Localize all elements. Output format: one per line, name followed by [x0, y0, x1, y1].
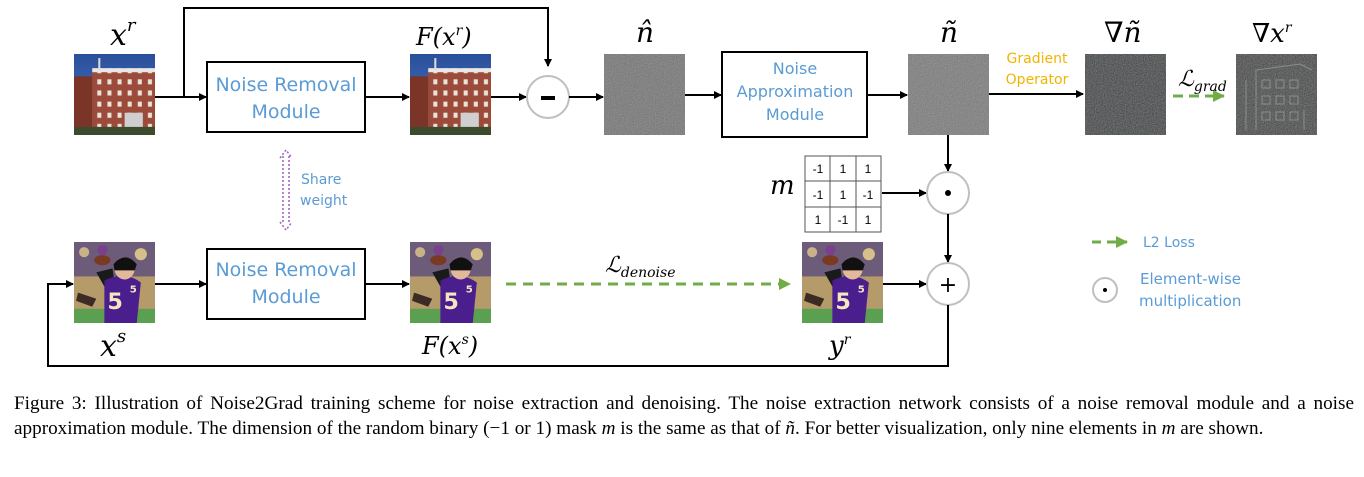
mask-cell: -1 — [813, 162, 824, 176]
caption-text: is the same as that of — [615, 418, 786, 439]
denoised-synthetic-image — [410, 242, 491, 323]
noise-tilde-label: ñ — [940, 16, 958, 49]
nam-line2: Approximation — [737, 82, 854, 101]
nrm-bottom-line2: Module — [251, 286, 320, 308]
feedback-loop-line — [47, 280, 949, 367]
mask-cell: 1 — [865, 213, 872, 227]
output-real-label: F(xr) — [415, 23, 472, 51]
gradient-operator-line2: Operator — [1006, 72, 1069, 88]
noise-hat-label: n̂ — [636, 16, 654, 49]
grad-noise-label: ∇ñ — [1104, 16, 1142, 49]
nrm-bottom-line1: Noise Removal — [215, 259, 356, 281]
gradient-operator-line1: Gradient — [1007, 51, 1068, 67]
mask-cell: 1 — [815, 213, 822, 227]
mask-cell: 1 — [865, 162, 872, 176]
grad-noise-image — [1085, 54, 1166, 135]
nrm-top-line2: Module — [251, 101, 320, 123]
noise2grad-diagram: 5 5 xr Noise Removal Module F(xr) n̂ Noi… — [47, 7, 1317, 367]
caption-math-m: m — [601, 418, 616, 439]
grad-input-label: ∇xr — [1252, 19, 1293, 49]
legend: L2 Loss Element-wise multiplication — [1092, 235, 1241, 310]
nam-line1: Noise — [773, 59, 817, 78]
mask-label: m — [770, 171, 795, 201]
noise-removal-module-top — [206, 61, 366, 133]
legend-elementwise-line2: multiplication — [1139, 292, 1241, 310]
target-label: yr — [828, 331, 852, 361]
loss-grad-label: ℒgrad — [1178, 67, 1227, 95]
mask-cell: -1 — [863, 188, 874, 202]
noise-removal-module-bottom — [206, 248, 366, 320]
legend-l2-label: L2 Loss — [1143, 235, 1195, 251]
share-weight-arrow — [279, 148, 293, 232]
mask-cell: -1 — [838, 213, 849, 227]
caption-math-m: m — [1161, 418, 1176, 439]
mask-cell: -1 — [813, 188, 824, 202]
caption-text: are shown. — [1175, 418, 1264, 439]
figure-caption: Figure 3: Illustration of Noise2Grad tra… — [14, 391, 1354, 441]
output-synthetic-label: F(xs) — [421, 332, 478, 360]
caption-text: Figure 3: Illustration of Noise2Grad tra… — [14, 393, 1354, 439]
grad-input-image — [1236, 54, 1317, 135]
input-real-image — [74, 54, 155, 135]
plus-icon: + — [939, 273, 957, 298]
nrm-top-line1: Noise Removal — [215, 74, 356, 96]
share-weight-line2: weight — [300, 193, 348, 209]
input-synthetic-label: xs — [100, 326, 126, 364]
mask-cell: 1 — [840, 162, 847, 176]
legend-elementwise-line1: Element-wise — [1140, 270, 1241, 288]
input-synthetic-image — [74, 242, 155, 323]
loss-denoise-label: ℒdenoise — [605, 253, 676, 281]
noise-tilde-image — [908, 54, 989, 135]
input-real-label: xr — [110, 15, 137, 53]
target-real-image — [802, 242, 883, 323]
dot-icon — [945, 190, 951, 196]
nam-line3: Module — [766, 105, 824, 124]
mask-cell: 1 — [840, 188, 847, 202]
denoised-real-image — [410, 54, 491, 135]
share-weight-line1: Share — [301, 172, 341, 188]
noise-hat-image — [604, 54, 685, 135]
minus-icon — [541, 96, 555, 100]
legend-dot-icon — [1103, 288, 1107, 292]
caption-math-ntilde: ñ — [785, 418, 796, 439]
noise-approximation-module — [721, 51, 868, 138]
mask-grid: -1 1 1 -1 1 -1 1 -1 1 — [804, 155, 882, 233]
caption-text: . For better visualization, only nine el… — [795, 418, 1162, 439]
